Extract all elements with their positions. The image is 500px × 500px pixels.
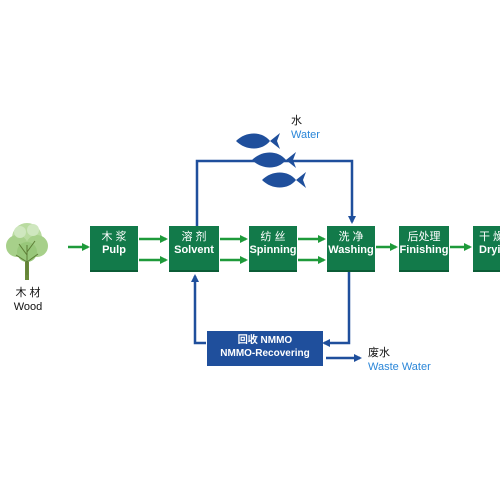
step-washing-en: Washing: [328, 244, 374, 256]
wood-label-zh: 木 材: [15, 287, 41, 299]
water-label-en: Water: [291, 129, 320, 141]
step-drying: 干 燥 Drying: [473, 226, 500, 272]
step-spinning-zh: 纺 丝: [260, 231, 286, 243]
wood-label: 木 材 Wood: [6, 286, 50, 314]
step-finishing-en: Finishing: [399, 244, 449, 256]
step-finishing: 后处理 Finishing: [399, 226, 449, 272]
recovery-zh: 回收 NMMO: [237, 335, 293, 346]
water-loop-line: [195, 159, 356, 226]
wood-label-en: Wood: [13, 301, 43, 313]
step-solvent: 溶 剂 Solvent: [169, 226, 219, 272]
step-washing: 洗 净 Washing: [327, 226, 375, 272]
waste-water-label-en: Waste Water: [368, 361, 431, 373]
step-drying-zh: 干 燥: [479, 231, 500, 243]
tree-icon: [6, 223, 48, 280]
fish-icon: [236, 133, 280, 149]
waste-water-label: 废水 Waste Water: [368, 346, 431, 374]
step-solvent-en: Solvent: [174, 244, 214, 256]
recovery-en: NMMO-Recovering: [220, 348, 310, 359]
step-finishing-zh: 后处理: [407, 231, 441, 243]
recovery-to-solvent-line: [191, 274, 206, 345]
step-pulp: 木 浆 Pulp: [90, 226, 138, 272]
waste-water-label-zh: 废水: [368, 347, 390, 359]
step-spinning-en: Spinning: [249, 244, 297, 256]
water-label: 水 Water: [291, 114, 320, 142]
step-washing-zh: 洗 净: [338, 231, 364, 243]
step-spinning: 纺 丝 Spinning: [249, 226, 297, 272]
nmmo-recovery-box: 回收 NMMO NMMO-Recovering: [207, 331, 323, 366]
step-pulp-en: Pulp: [102, 244, 126, 256]
washing-to-recovery-line: [322, 272, 351, 347]
step-solvent-zh: 溶 剂: [181, 231, 207, 243]
step-pulp-zh: 木 浆: [101, 231, 127, 243]
fish-icon: [262, 172, 306, 188]
step-drying-en: Drying: [479, 244, 500, 256]
fish-icon: [252, 152, 296, 168]
water-label-zh: 水: [291, 115, 302, 127]
